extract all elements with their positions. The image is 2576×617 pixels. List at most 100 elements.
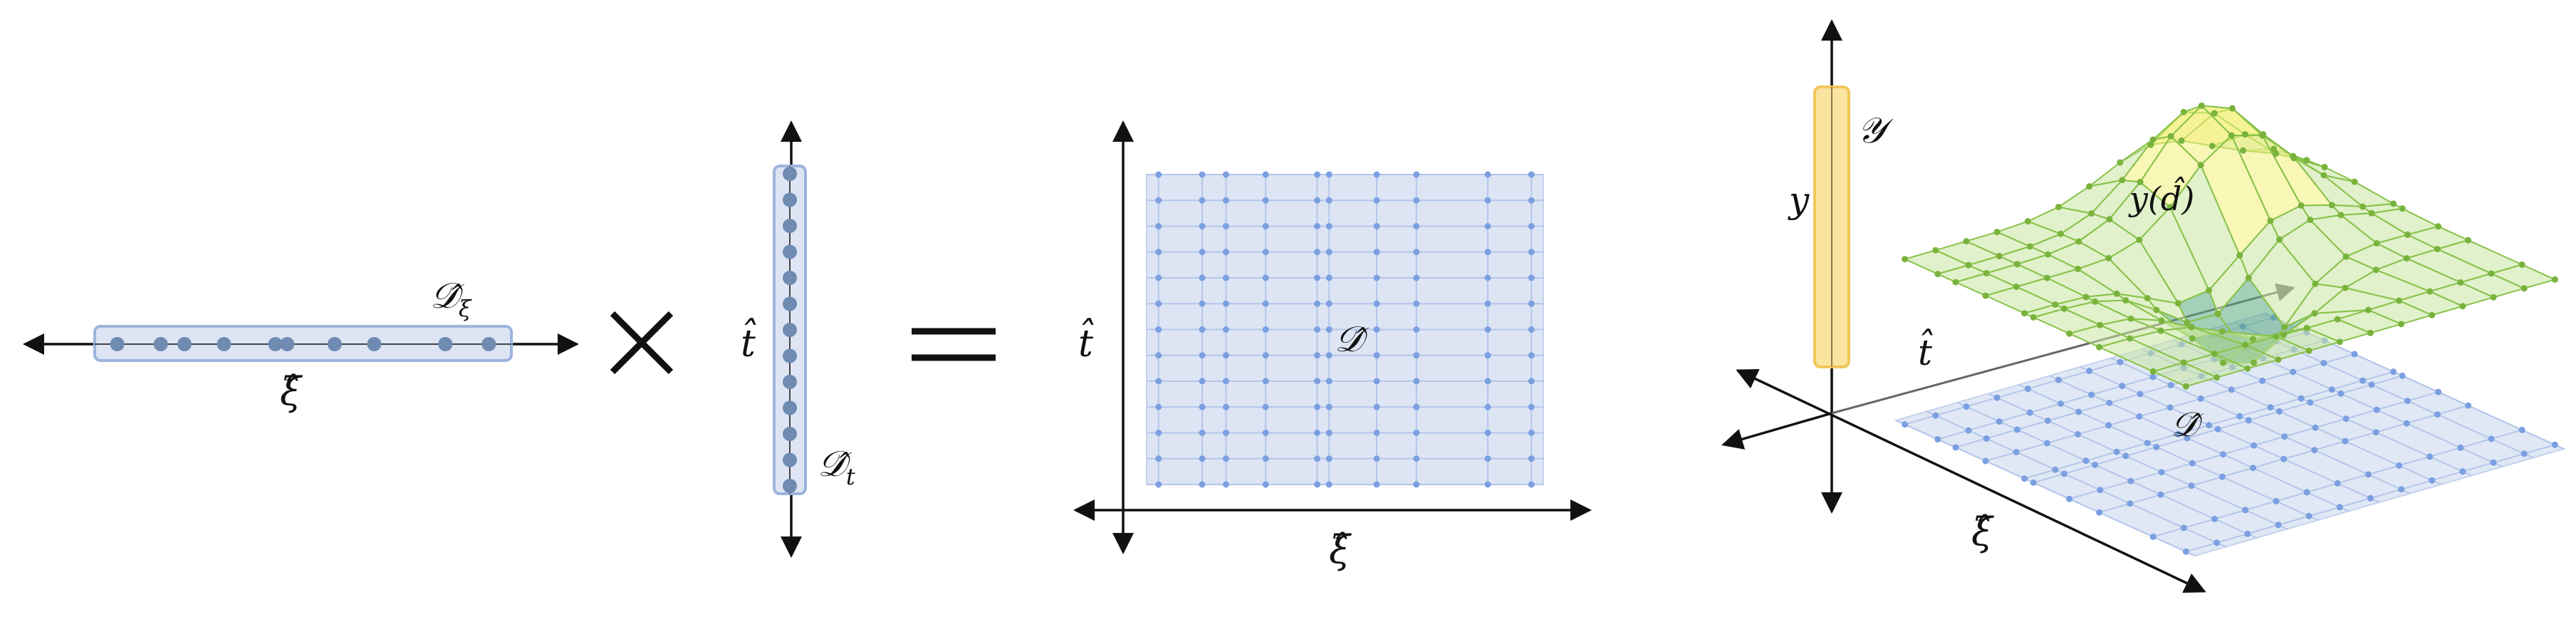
grid-point xyxy=(1314,455,1321,462)
output-xi-axis xyxy=(1736,368,2206,593)
surface-point xyxy=(2211,350,2218,357)
design-plane-point xyxy=(2267,404,2274,411)
grid-point xyxy=(1262,249,1269,256)
surface-point xyxy=(2337,212,2345,219)
surface-point xyxy=(2117,159,2124,166)
design-plane-point xyxy=(2275,522,2282,529)
grid-point xyxy=(1262,300,1269,307)
design-plane-point xyxy=(1963,403,1970,410)
design-plane-point xyxy=(2013,426,2020,433)
grid-point xyxy=(1413,352,1420,359)
xi-sample-point xyxy=(177,337,192,351)
grid-point xyxy=(1373,378,1380,385)
design-plane-point xyxy=(1965,427,1972,434)
grid-point xyxy=(1325,326,1333,333)
design-plane-point xyxy=(2336,504,2343,511)
grid-point xyxy=(1413,223,1420,229)
surface-point xyxy=(2153,306,2160,313)
surface-point xyxy=(2158,317,2165,324)
surface-point xyxy=(2189,335,2196,342)
surface-point xyxy=(2518,261,2525,268)
design-plane-point xyxy=(2305,512,2312,519)
xi-sample-points xyxy=(110,337,496,351)
grid-point xyxy=(1528,403,1535,410)
surface-point xyxy=(2197,162,2204,169)
surface-point xyxy=(2024,218,2031,225)
design-plane-point xyxy=(2259,378,2265,384)
surface-point xyxy=(1934,271,1941,278)
design-plane-point xyxy=(2013,449,2020,455)
design-plane-point xyxy=(2426,453,2434,460)
surface-point xyxy=(2239,147,2246,154)
surface-point xyxy=(2113,290,2120,297)
grid-point xyxy=(1222,249,1229,256)
grid-point xyxy=(1199,274,1206,281)
design-plane-point xyxy=(2149,533,2157,540)
surface-point xyxy=(2321,164,2328,171)
xi-axis-label: ξ̂ xyxy=(280,369,303,414)
design-plane-point xyxy=(2465,402,2472,409)
design-plane-point xyxy=(2429,477,2436,484)
surface-point xyxy=(2055,203,2062,210)
design-plane-point xyxy=(1952,444,1959,451)
grid-point xyxy=(1325,378,1333,385)
surface-point xyxy=(2057,230,2064,237)
grid-point xyxy=(1155,326,1162,333)
surface-point xyxy=(2490,294,2497,301)
surface-point xyxy=(2122,297,2129,304)
grid-point xyxy=(1373,430,1380,436)
design-plane-point xyxy=(2113,448,2120,455)
design-plane-point xyxy=(2137,390,2144,398)
t-sample-point xyxy=(783,192,797,207)
design-plane-point xyxy=(2337,390,2345,397)
design-plane-point xyxy=(2149,373,2157,380)
surface-point xyxy=(2013,284,2020,291)
surface-point xyxy=(2178,137,2185,144)
design-plane-point xyxy=(2180,524,2187,532)
design-plane-point xyxy=(1982,457,1989,465)
grid-point xyxy=(1373,274,1380,281)
grid-point xyxy=(1262,352,1269,359)
design-plane-point xyxy=(2488,435,2495,442)
surface-point xyxy=(2214,311,2221,318)
design-plane-point xyxy=(2398,486,2405,493)
grid-point xyxy=(1199,197,1206,204)
design-plane-point xyxy=(2127,500,2134,507)
grid-point xyxy=(1484,430,1491,436)
surface-point xyxy=(2106,216,2113,223)
xi-sample-point xyxy=(153,337,168,351)
grid-point xyxy=(1413,481,1420,488)
grid-point xyxy=(1373,481,1380,488)
xi-sample-point xyxy=(367,337,382,351)
t-set-label: 𝒟̂t xyxy=(818,443,855,490)
grid-point xyxy=(1222,326,1229,333)
design-plane-point xyxy=(2075,431,2081,437)
design-plane-point xyxy=(2245,417,2252,424)
t-sample-point xyxy=(783,271,797,285)
surface-point xyxy=(2096,343,2103,351)
grid-point xyxy=(1528,197,1535,204)
xi-sample-point xyxy=(438,337,453,351)
surface-point xyxy=(2086,183,2093,190)
design-plane-point xyxy=(2157,491,2164,498)
grid-point xyxy=(1314,352,1321,359)
surface-point xyxy=(2174,300,2181,307)
surface-point xyxy=(2075,238,2082,245)
surface-point xyxy=(2082,294,2090,301)
grid-xi-label: ξ̂ xyxy=(1329,527,1352,572)
grid-point xyxy=(1484,326,1491,333)
surface-point xyxy=(2030,313,2037,321)
design-plane-point xyxy=(2368,381,2375,388)
grid-point xyxy=(1155,378,1162,385)
surface-point xyxy=(2303,324,2310,331)
surface-point xyxy=(2396,297,2403,304)
surface-point xyxy=(2088,210,2095,217)
grid-point xyxy=(1325,403,1333,410)
design-plane-point xyxy=(2055,376,2062,383)
xi-sample-point xyxy=(327,337,342,351)
grid-point xyxy=(1199,300,1206,307)
grid-point xyxy=(1199,326,1206,333)
design-plane-point xyxy=(2364,471,2372,478)
grid-point xyxy=(1155,455,1162,462)
design-plane-point xyxy=(1996,418,2003,425)
